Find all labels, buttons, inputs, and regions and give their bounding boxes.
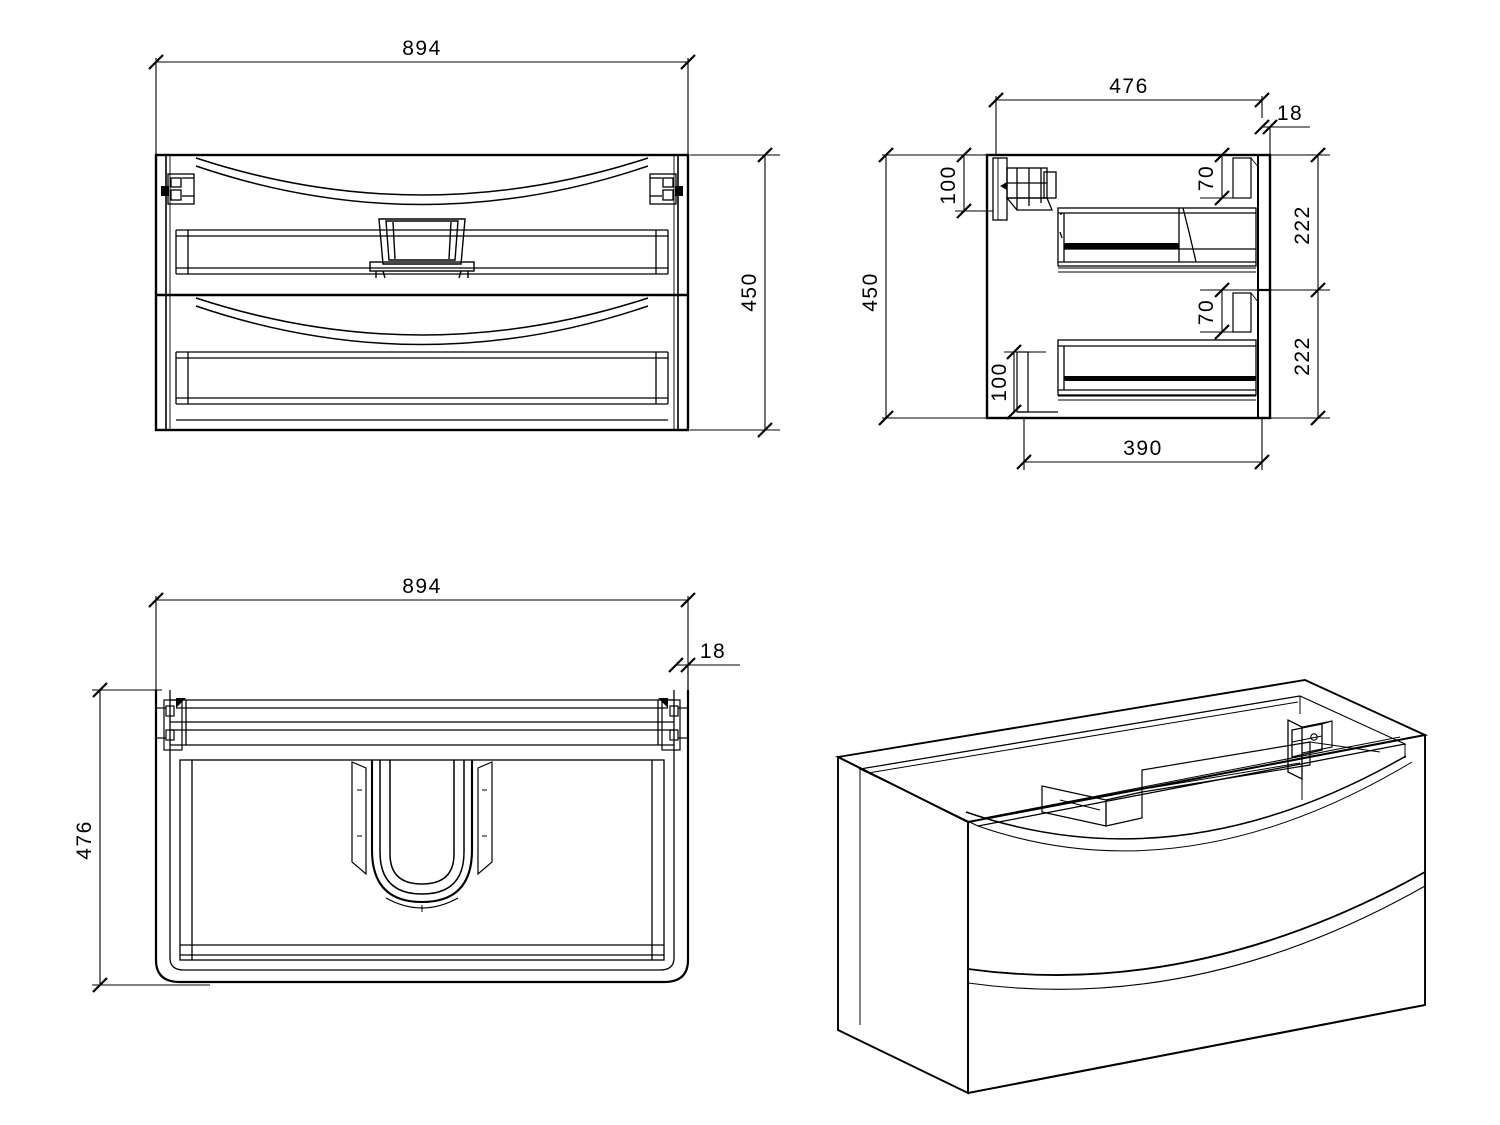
dim-label-side-depth: 476 [1109,75,1149,98]
siphon-cutout-plan [351,760,493,912]
upper-drawer-front [195,157,649,206]
dim-label-top-depth: 476 [73,820,96,860]
dim-upper-drawer-height [1270,146,1330,299]
lower-drawer-section [1057,339,1257,396]
dim-label-upper-bracket-offset: 100 [937,165,960,205]
dim-upper-runner-offset [1200,146,1268,207]
dim-label-front-width: 894 [402,37,442,60]
upper-drawer-section [1057,207,1257,267]
dim-front-width [147,53,697,155]
lower-drawer-front [195,297,649,346]
side-section-view [877,91,1330,471]
front-view [147,53,780,439]
dim-label-lower-bracket-offset: 100 [988,362,1011,402]
top-view [91,591,740,994]
bracket-left-plan-icon [156,698,186,751]
dim-lower-drawer-height [1270,290,1330,427]
dim-label-lower-drawer-height: 222 [1291,336,1314,376]
siphon-cutout-front [369,218,475,279]
lower-drawer-box [175,351,669,421]
dim-label-side-panel-thickness: 18 [1277,102,1303,125]
wall-bracket-right-icon [649,173,683,205]
dim-label-top-width: 894 [402,575,442,598]
upper-drawer-runner [1058,267,1256,273]
bracket-right-plan-icon [658,698,688,751]
dim-label-front-height: 450 [738,272,761,312]
dim-top-depth [91,681,210,994]
dim-lower-bracket-offset [1004,343,1058,421]
dim-drawer-box-depth [1015,418,1271,471]
dim-top-panel-thickness [667,656,740,690]
dim-front-height [690,146,780,439]
dim-label-drawer-box-depth: 390 [1123,437,1163,460]
upper-drawer-box [175,229,669,275]
dim-side-height [877,146,990,427]
dim-upper-bracket-offset [955,146,993,220]
inner-carcass-plan [179,759,665,961]
rear-rail-assembly [170,699,674,746]
lower-drawer-runner [1058,395,1256,401]
dim-side-depth [987,91,1271,155]
dim-label-side-height: 450 [859,272,882,312]
dim-side-panel-thickness [1253,118,1310,155]
wall-bracket-section-icon [992,157,1057,221]
dim-label-top-panel-thickness: 18 [700,640,726,663]
isometric-view [834,679,1429,1095]
dim-label-upper-drawer-height: 222 [1291,205,1314,245]
dim-lower-runner-offset [1200,281,1268,341]
dim-label-lower-runner-offset: 70 [1195,299,1218,325]
dim-label-upper-runner-offset: 70 [1195,165,1218,191]
wall-bracket-left-icon [161,173,195,205]
